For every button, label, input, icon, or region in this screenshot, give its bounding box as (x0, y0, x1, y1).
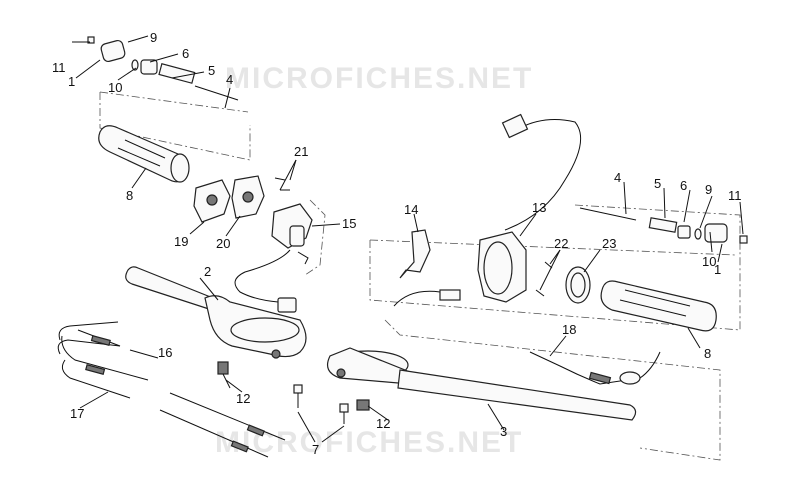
callout-22: 22 (554, 236, 568, 251)
throttle-cables (57, 321, 149, 399)
callout-12-left: 12 (236, 391, 250, 406)
callout-5-left: 5 (208, 63, 215, 78)
callout-10-right: 10 (702, 254, 716, 269)
callout-6-right: 6 (680, 178, 687, 193)
leader-lines (72, 35, 744, 443)
callout-8-left: 8 (126, 188, 133, 203)
callout-1-right: 1 (714, 262, 721, 277)
callout-7: 7 (312, 442, 319, 457)
callout-4-right: 4 (614, 170, 621, 185)
right-handlebar (327, 347, 637, 421)
callout-6-left: 6 (182, 46, 189, 61)
spacer-6-left (140, 59, 158, 75)
throttle-cable-right (529, 351, 661, 385)
right-switch (393, 113, 582, 307)
screw-11-left (87, 36, 95, 44)
callout-1-left: 1 (68, 74, 75, 89)
callout-11-right: 11 (728, 188, 742, 203)
callout-numbers: 11 9 1 6 10 5 4 8 21 19 20 15 2 16 17 12… (52, 30, 742, 457)
callout-19: 19 (174, 234, 188, 249)
left-grip-end-parts (87, 36, 239, 101)
clamp-halves (193, 175, 290, 223)
callout-3: 3 (500, 424, 507, 439)
watermark-top: MICROFICHES.NET (225, 62, 533, 95)
left-grip (98, 125, 190, 183)
callout-20: 20 (216, 236, 230, 251)
callout-17: 17 (70, 406, 84, 421)
callout-13: 13 (532, 200, 546, 215)
o-ring-10-left (131, 59, 139, 71)
left-switch (234, 203, 313, 313)
callout-18: 18 (562, 322, 576, 337)
callout-9-right: 9 (705, 182, 712, 197)
callout-10-left: 10 (108, 80, 122, 95)
callout-16: 16 (158, 345, 172, 360)
clutch-cables (159, 392, 286, 458)
callout-14: 14 (404, 202, 418, 217)
callout-2: 2 (204, 264, 211, 279)
callout-12-right: 12 (376, 416, 390, 431)
left-handlebar (125, 266, 307, 359)
callout-21: 21 (294, 144, 308, 159)
bar-end-weight-left (100, 39, 126, 63)
callout-8-right: 8 (704, 346, 711, 361)
bolts (217, 361, 370, 424)
assembly-guides (99, 91, 741, 461)
watermark-bottom: MICROFICHES.NET (215, 426, 523, 459)
callout-15: 15 (342, 216, 356, 231)
callout-4-left: 4 (226, 72, 233, 87)
callout-5-right: 5 (654, 176, 661, 191)
sleeve-5-left (158, 63, 196, 84)
callout-11-left: 11 (52, 60, 66, 75)
rod-4-left (194, 85, 239, 101)
callout-23: 23 (602, 236, 616, 251)
callout-9-left: 9 (150, 30, 157, 45)
